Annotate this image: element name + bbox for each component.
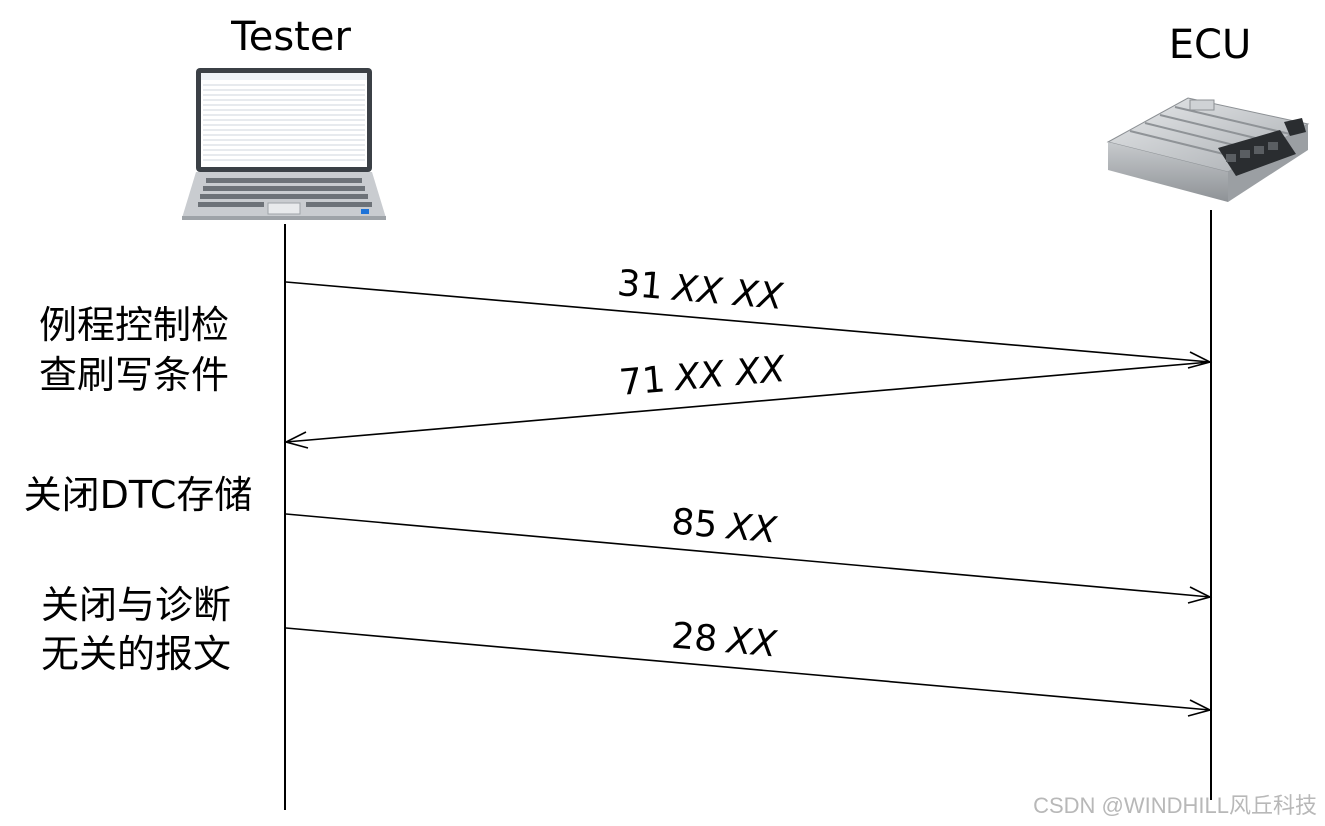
watermark-text: CSDN @WINDHILL风丘科技 — [1033, 793, 1317, 818]
tester-label: Tester — [230, 14, 351, 60]
service-id: 28 — [670, 615, 719, 660]
step-label-disable-dtc: 关闭DTC存储 — [24, 473, 253, 517]
step-label-disable-comm-line2: 无关的报文 — [41, 632, 231, 676]
ecu-label: ECU — [1169, 22, 1251, 68]
laptop-icon — [182, 68, 386, 220]
service-params: XX — [723, 620, 779, 665]
step-label-routine-check-line1: 例程控制检 — [39, 303, 229, 347]
service-id: 71 — [618, 359, 667, 404]
step-label-disable-comm-line1: 关闭与诊断 — [41, 583, 231, 627]
ecu-module-icon — [1106, 97, 1310, 202]
service-params: XX XX — [669, 268, 786, 319]
service-id: 85 — [670, 501, 719, 546]
step-label-routine-check-line2: 查刷写条件 — [39, 353, 229, 397]
service-params: XX — [723, 506, 779, 551]
service-params: XX XX — [671, 349, 788, 400]
service-id: 31 — [616, 263, 665, 308]
